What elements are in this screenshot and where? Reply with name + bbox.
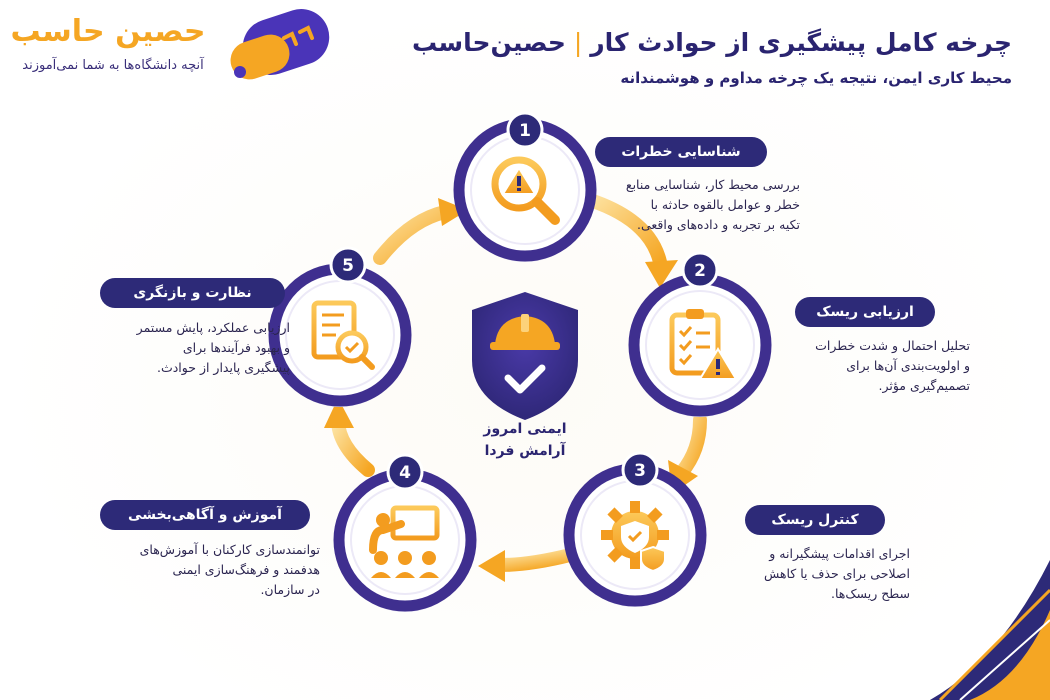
step-1-number-badge: 1 bbox=[506, 111, 544, 149]
step-5-number-badge: 5 bbox=[329, 246, 367, 284]
arrow-1-to-2 bbox=[583, 193, 678, 288]
step-1-desc-line: خطر و عوامل بالقوه حادثه با bbox=[650, 197, 800, 212]
document-search-icon bbox=[311, 300, 375, 370]
step-2-node bbox=[628, 273, 772, 417]
step-5-label: نظارت و بازنگری bbox=[100, 278, 285, 308]
step-2-desc-line: و اولویت‌بندی آن‌ها برای bbox=[846, 358, 970, 373]
brand-name: حصین حاسب bbox=[10, 14, 206, 49]
brand-mark-icon bbox=[230, 9, 330, 80]
title-brand: حصین‌حاسب bbox=[412, 28, 566, 57]
step-1-desc-line: تکیه بر تجربه و داده‌های واقعی. bbox=[636, 217, 800, 232]
step-5-number: 5 bbox=[342, 256, 354, 276]
magnifier-warning-icon bbox=[491, 156, 560, 225]
step-3-number: 3 bbox=[634, 461, 646, 481]
gear-shield-icon bbox=[601, 501, 669, 573]
step-4-label: آموزش و آگاهی‌بخشی bbox=[100, 500, 310, 530]
center-slogan: ایمنی امروز آرامش فردا bbox=[450, 418, 600, 462]
title-main: چرخه کامل پیشگیری از حوادث کار bbox=[590, 28, 1012, 57]
header: حصین حاسب آنچه دانشگاه‌ها به شما نمی‌آمو… bbox=[0, 0, 1050, 110]
step-2-label: ارزیابی ریسک bbox=[795, 297, 935, 327]
step-4-number: 4 bbox=[399, 463, 411, 483]
title-separator: | bbox=[573, 28, 583, 57]
step-3-desc-line: اصلاحی برای حذف یا کاهش bbox=[763, 566, 910, 581]
step-1-desc-line: بررسی محیط کار، شناسایی منابع bbox=[625, 177, 800, 192]
corner-decoration bbox=[930, 560, 1050, 700]
step-2-desc-line: تصمیم‌گیری مؤثر. bbox=[878, 378, 970, 393]
step-3-description: اجرای اقدامات پیشگیرانه و اصلاحی برای حذ… bbox=[710, 544, 910, 604]
arrow-5-to-1 bbox=[373, 198, 468, 265]
step-2-description: تحلیل احتمال و شدت خطرات و اولویت‌بندی آ… bbox=[770, 336, 970, 396]
step-1-label: شناسایی خطرات bbox=[595, 137, 767, 167]
page-subtitle: محیط کاری ایمن، نتیجه یک چرخه مداوم و هو… bbox=[620, 69, 1012, 87]
title-block: چرخه کامل پیشگیری از حوادث کار|حصین‌حاسب… bbox=[412, 28, 1012, 87]
step-5-description: ارزیابی عملکرد، پایش مستمر و بهبود فرآین… bbox=[95, 318, 290, 378]
arrow-3-to-4 bbox=[478, 548, 577, 582]
step-2-number-badge: 2 bbox=[681, 251, 719, 289]
step-4-number-badge: 4 bbox=[386, 453, 424, 491]
step-4-desc-line: هدفمند و فرهنگ‌سازی ایمنی bbox=[172, 562, 320, 577]
step-1-number: 1 bbox=[519, 121, 531, 141]
brand-tagline: آنچه دانشگاه‌ها به شما نمی‌آموزند bbox=[22, 58, 204, 73]
step-4-node bbox=[333, 468, 477, 612]
step-3-label: کنترل ریسک bbox=[745, 505, 885, 535]
page-title: چرخه کامل پیشگیری از حوادث کار|حصین‌حاسب bbox=[412, 28, 1012, 57]
step-3-desc-line: سطح ریسک‌ها. bbox=[831, 586, 910, 601]
step-4-description: توانمندسازی کارکنان با آموزش‌های هدفمند … bbox=[95, 540, 320, 600]
center-shield bbox=[472, 292, 578, 420]
step-5-desc-line: ارزیابی عملکرد، پایش مستمر bbox=[136, 320, 290, 335]
clipboard-warning-icon bbox=[669, 309, 738, 380]
training-board-icon bbox=[369, 505, 440, 578]
arrow-4-to-5 bbox=[324, 398, 375, 477]
step-2-number: 2 bbox=[694, 261, 706, 281]
step-4-desc-line: در سازمان. bbox=[260, 582, 320, 597]
step-5-desc-line: پیشگیری پایدار از حوادث. bbox=[157, 360, 290, 375]
step-2-desc-line: تحلیل احتمال و شدت خطرات bbox=[815, 338, 970, 353]
step-5-desc-line: و بهبود فرآیندها برای bbox=[182, 340, 290, 355]
step-1-description: بررسی محیط کار، شناسایی منابع خطر و عوام… bbox=[600, 175, 800, 235]
center-line2: آرامش فردا bbox=[484, 443, 566, 459]
step-4-desc-line: توانمندسازی کارکنان با آموزش‌های bbox=[139, 542, 320, 557]
brand-logo: حصین حاسب آنچه دانشگاه‌ها به شما نمی‌آمو… bbox=[8, 14, 228, 84]
step-3-number-badge: 3 bbox=[621, 451, 659, 489]
step-3-desc-line: اجرای اقدامات پیشگیرانه و bbox=[769, 546, 910, 561]
center-line1: ایمنی امروز bbox=[483, 421, 567, 437]
